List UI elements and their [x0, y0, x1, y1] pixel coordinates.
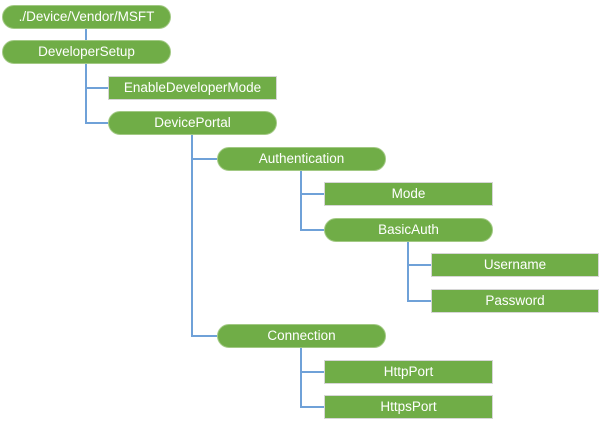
node-username: Username — [431, 253, 599, 277]
link-to-enabledevelopermode — [85, 87, 108, 89]
node-http-port: HttpPort — [324, 360, 493, 384]
link-connection-trunk — [300, 348, 302, 408]
link-to-deviceportal — [85, 122, 108, 124]
node-authentication: Authentication — [217, 147, 386, 171]
node-device-portal: DevicePortal — [108, 111, 277, 135]
node-developer-setup: DeveloperSetup — [2, 40, 171, 64]
node-connection: Connection — [217, 324, 386, 348]
link-developersetup-trunk — [85, 64, 87, 124]
link-to-connection — [191, 335, 217, 337]
link-to-authentication — [191, 158, 217, 160]
link-to-username — [407, 264, 431, 266]
link-msft-developersetup-trunk — [85, 29, 87, 40]
node-https-port: HttpsPort — [324, 395, 493, 419]
node-msft: ./Device/Vendor/MSFT — [2, 5, 171, 29]
node-basic-auth: BasicAuth — [324, 218, 493, 242]
link-to-mode — [300, 193, 324, 195]
node-mode: Mode — [324, 182, 493, 206]
node-password: Password — [431, 289, 599, 313]
link-authentication-trunk — [300, 171, 302, 231]
link-basicauth-trunk — [407, 242, 409, 302]
link-to-password — [407, 300, 431, 302]
link-to-basicauth — [300, 229, 324, 231]
node-enable-developer-mode: EnableDeveloperMode — [108, 76, 277, 100]
link-to-httpsport — [300, 406, 324, 408]
link-deviceportal-trunk — [191, 135, 193, 337]
link-to-httpport — [300, 371, 324, 373]
